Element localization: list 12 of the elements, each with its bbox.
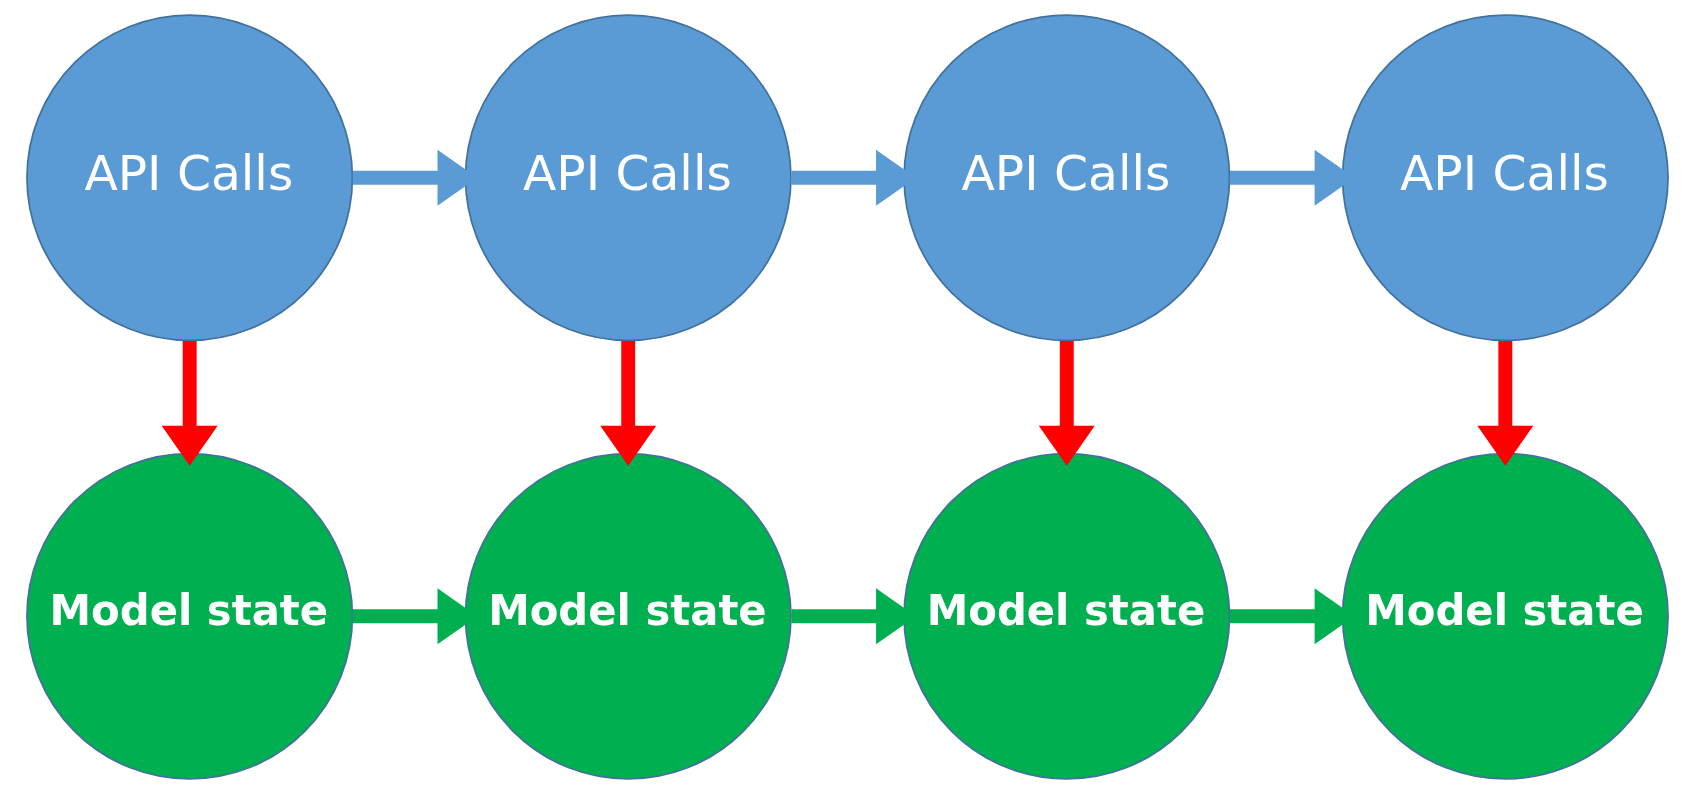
node-circle: Model state (25, 452, 353, 780)
node-circle: API Calls (1341, 14, 1669, 342)
node-circle: Model state (464, 452, 792, 780)
node-circle: API Calls (464, 14, 792, 342)
node-circle: API Calls (902, 14, 1230, 342)
arrow (1476, 340, 1533, 466)
node-circle: API Calls (25, 14, 353, 342)
node-circle: Model state (902, 452, 1230, 780)
arrow (599, 340, 656, 466)
arrow (1038, 340, 1095, 466)
node-circle: Model state (1341, 452, 1669, 780)
arrow (161, 340, 218, 466)
